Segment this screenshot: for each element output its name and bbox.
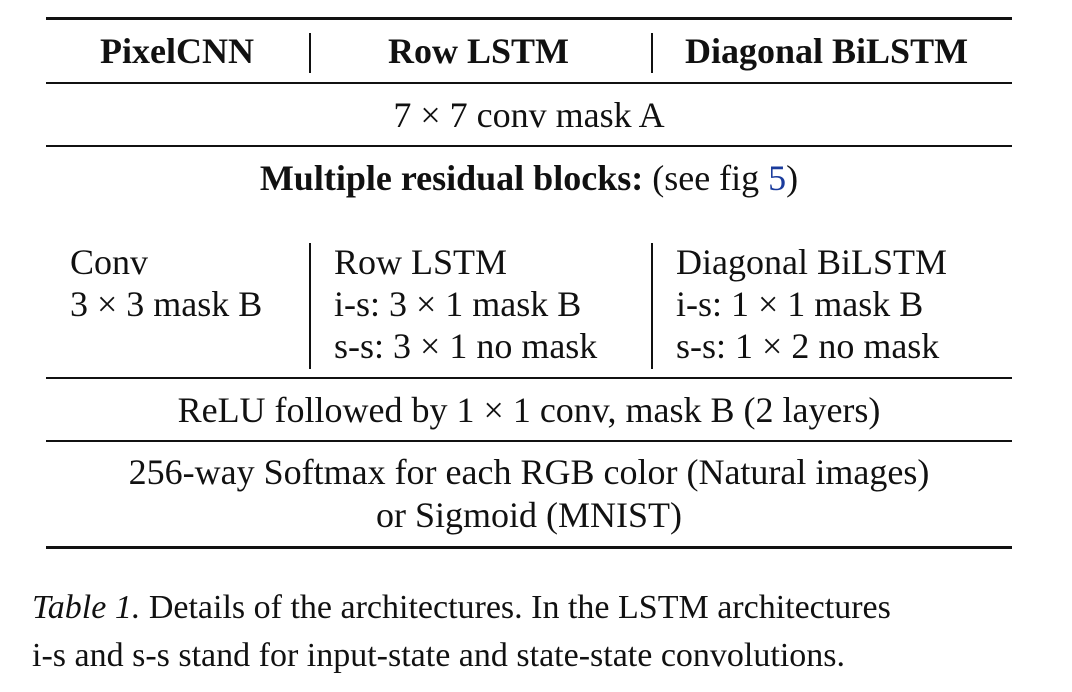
caption-label: Table 1.	[32, 589, 141, 626]
diagonal-bilstm-block-line: Diagonal BiLSTM	[676, 242, 947, 282]
diagonal-bilstm-block-line: i-s: 1 × 1 mask B	[676, 284, 924, 324]
row-lstm-block-line: i-s: 3 × 1 mask B	[334, 284, 582, 324]
header-separator	[651, 33, 653, 73]
output-row-line: 256-way Softmax for each RGB color (Natu…	[128, 452, 930, 492]
diagonal-bilstm-block-line: s-s: 1 × 2 no mask	[676, 326, 940, 366]
row-lstm-block-line: Row LSTM	[334, 242, 508, 282]
block-column-separator	[309, 243, 311, 369]
header-separator	[309, 33, 311, 73]
table-bottom-rule	[46, 546, 1012, 549]
figure-reference-link[interactable]: 5	[768, 158, 787, 198]
table-caption: Table 1. Details of the architectures. I…	[32, 584, 891, 632]
table-rule	[46, 145, 1012, 147]
header-pixelcnn: PixelCNN	[100, 31, 254, 71]
residual-blocks-ref-pre: (see fig	[652, 158, 769, 198]
input-conv-row: 7 × 7 conv mask A	[393, 95, 665, 135]
table-rule	[46, 377, 1012, 379]
caption-text-line2: i-s and s-s stand for input-state and st…	[32, 637, 845, 674]
output-row-line: or Sigmoid (MNIST)	[376, 495, 682, 535]
table-rule	[46, 440, 1012, 442]
pixelcnn-block-line: Conv	[70, 242, 149, 282]
residual-blocks-heading: Multiple residual blocks: (see fig 5)	[46, 157, 1012, 199]
block-column-separator	[651, 243, 653, 369]
caption-text-line1: Details of the architectures. In the LST…	[140, 589, 891, 626]
table-rule	[46, 82, 1012, 84]
pixelcnn-block-line: 3 × 3 mask B	[70, 284, 263, 324]
header-diagonal-bilstm: Diagonal BiLSTM	[685, 31, 969, 71]
relu-row: ReLU followed by 1 × 1 conv, mask B (2 l…	[177, 390, 881, 430]
residual-blocks-label: Multiple residual blocks:	[259, 158, 644, 198]
table-top-rule	[46, 17, 1012, 20]
residual-blocks-ref-post: )	[786, 158, 799, 198]
row-lstm-block-line: s-s: 3 × 1 no mask	[334, 326, 598, 366]
header-row-lstm: Row LSTM	[388, 31, 570, 71]
